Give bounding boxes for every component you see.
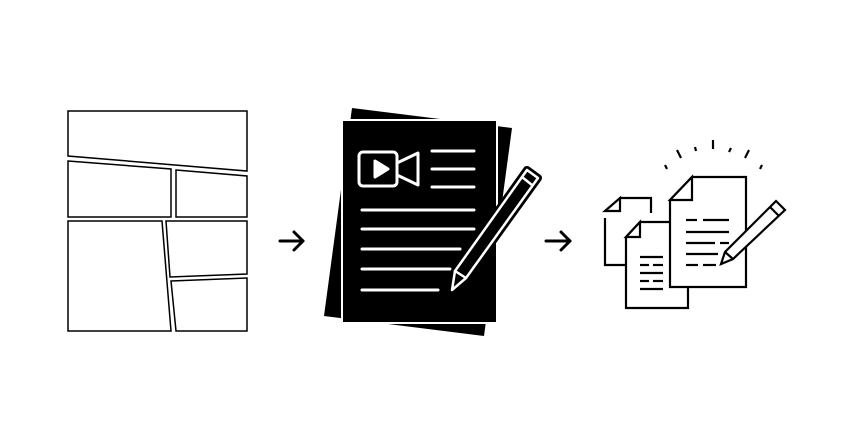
multiple-documents-editing-icon — [602, 140, 787, 310]
document-with-video-and-pencil-icon — [324, 108, 542, 336]
comic-panel-layout-icon — [67, 110, 248, 332]
arrow-right-icon — [544, 230, 572, 252]
pencil-icon — [719, 199, 787, 266]
sparkle-rays-icon — [664, 140, 763, 170]
arrow-right-icon — [278, 230, 305, 252]
